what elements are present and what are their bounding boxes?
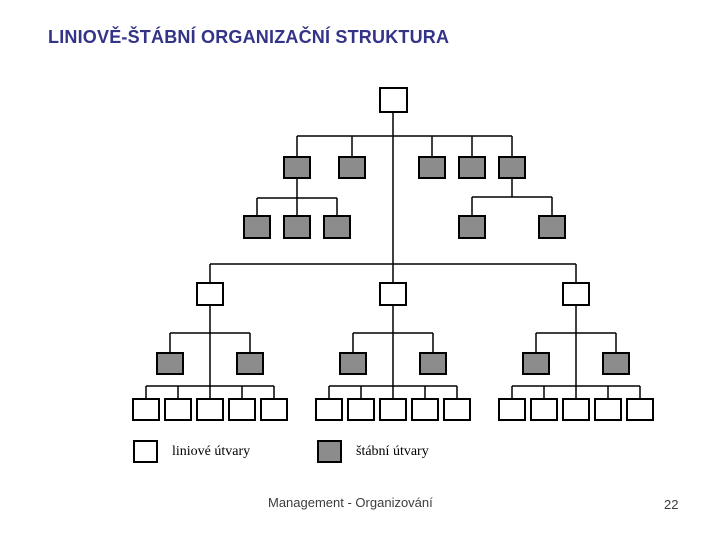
line-units-swatch: [133, 440, 158, 463]
staff-units-swatch: [317, 440, 342, 463]
staff-unit-box: [498, 156, 526, 179]
staff-unit-box: [538, 215, 566, 239]
line-unit-box: [196, 282, 224, 306]
legend-item-staff-units: štábní útvary: [317, 439, 429, 464]
staff-unit-box: [283, 156, 311, 179]
line-unit-box: [530, 398, 558, 421]
staff-unit-box: [419, 352, 447, 375]
staff-unit-box: [458, 156, 486, 179]
line-unit-box: [379, 87, 408, 113]
line-unit-box: [379, 282, 407, 306]
staff-unit-box: [418, 156, 446, 179]
page-number: 22: [664, 497, 679, 512]
line-unit-box: [411, 398, 439, 421]
staff-unit-box: [602, 352, 630, 375]
footer-text: Management - Organizování: [268, 495, 433, 510]
legend-label-line-units: liniové útvary: [172, 443, 251, 459]
staff-unit-box: [323, 215, 351, 239]
line-unit-box: [315, 398, 343, 421]
line-unit-box: [594, 398, 622, 421]
slide-title: LINIOVĚ-ŠTÁBNÍ ORGANIZAČNÍ STRUKTURA: [48, 27, 450, 47]
line-unit-box: [164, 398, 192, 421]
staff-unit-box: [156, 352, 184, 375]
line-unit-box: [498, 398, 526, 421]
staff-unit-box: [458, 215, 486, 239]
line-unit-box: [562, 282, 590, 306]
line-unit-box: [626, 398, 654, 421]
staff-unit-box: [243, 215, 271, 239]
staff-unit-box: [522, 352, 550, 375]
line-unit-box: [443, 398, 471, 421]
line-unit-box: [228, 398, 256, 421]
line-unit-box: [347, 398, 375, 421]
staff-unit-box: [339, 352, 367, 375]
line-unit-box: [379, 398, 407, 421]
legend-label-staff-units: štábní útvary: [356, 443, 429, 459]
staff-unit-box: [338, 156, 366, 179]
staff-unit-box: [283, 215, 311, 239]
staff-unit-box: [236, 352, 264, 375]
line-unit-box: [260, 398, 288, 421]
line-unit-box: [196, 398, 224, 421]
line-unit-box: [562, 398, 590, 421]
line-unit-box: [132, 398, 160, 421]
legend-item-line-units: liniové útvary: [133, 439, 250, 464]
